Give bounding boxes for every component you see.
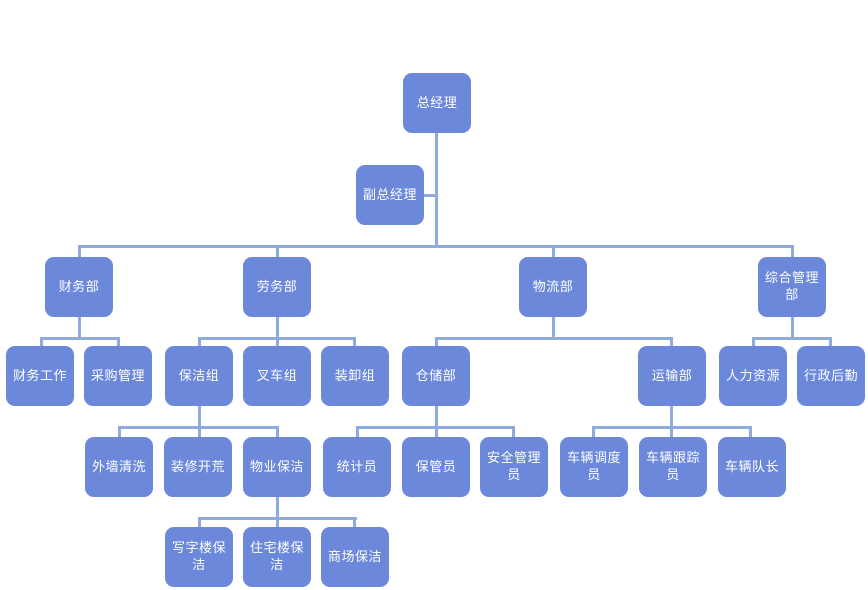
node-label: 财务部	[58, 279, 100, 295]
node-label: 物流部	[532, 279, 574, 295]
connector-drop-general-admin	[791, 245, 794, 257]
node-label: 商场保洁	[327, 549, 382, 565]
connector-transport-stem	[670, 405, 673, 427]
node-office-building-cleaning[interactable]: 写字楼保洁	[165, 527, 233, 587]
connector-drop-vehicle-tracker	[670, 426, 673, 437]
connector-drop-warehouse	[435, 337, 438, 346]
connector-finance-stem	[78, 316, 81, 338]
node-label: 外墙清洗	[91, 459, 146, 475]
connector-general-admin-stem	[791, 316, 794, 338]
node-label: 总经理	[416, 95, 458, 111]
node-deputy-general-manager[interactable]: 副总经理	[356, 165, 424, 225]
connector-drop-mall-cleaning	[353, 517, 356, 527]
connector-drop-forklift-group	[276, 337, 279, 346]
node-label: 装卸组	[334, 368, 376, 384]
node-label: 写字楼保洁	[171, 541, 226, 573]
connector-drop-purchasing	[117, 337, 120, 346]
node-cleaning-group[interactable]: 保洁组	[165, 346, 233, 406]
node-admin-logistics[interactable]: 行政后勤	[797, 346, 865, 406]
connector-gm-to-deputy	[424, 194, 437, 197]
connector-finance-bus	[40, 337, 120, 340]
connector-drop-finance	[78, 245, 81, 257]
node-human-resources[interactable]: 人力资源	[719, 346, 787, 406]
node-label: 人力资源	[725, 368, 780, 384]
node-label: 统计员	[336, 459, 378, 475]
node-label: 仓储部	[415, 368, 457, 384]
connector-drop-logistics	[552, 245, 555, 257]
node-loading-group[interactable]: 装卸组	[321, 346, 389, 406]
node-label: 劳务部	[256, 279, 298, 295]
node-logistics-dept[interactable]: 物流部	[519, 257, 587, 317]
node-vehicle-tracker[interactable]: 车辆跟踪员	[639, 437, 707, 497]
connector-drop-office-building	[198, 517, 201, 527]
node-label: 车辆调度员	[566, 451, 621, 483]
node-label: 物业保洁	[249, 459, 304, 475]
node-label: 车辆队长	[724, 459, 779, 475]
connector-drop-cleaning-group	[198, 337, 201, 346]
connector-general-admin-bus	[752, 337, 832, 340]
connector-logistics-stem	[552, 316, 555, 338]
node-label: 叉车组	[256, 368, 298, 384]
connector-warehouse-stem	[435, 405, 438, 427]
connector-drop-safety-manager	[512, 426, 515, 437]
node-vehicle-dispatcher[interactable]: 车辆调度员	[560, 437, 628, 497]
connector-drop-admin-logistics	[829, 337, 832, 346]
node-storekeeper[interactable]: 保管员	[402, 437, 470, 497]
node-label: 副总经理	[362, 187, 417, 203]
node-general-manager[interactable]: 总经理	[403, 73, 471, 133]
node-finance-work[interactable]: 财务工作	[6, 346, 74, 406]
node-label: 行政后勤	[803, 368, 858, 384]
connector-drop-residential-building	[276, 517, 279, 527]
connector-drop-renovation	[198, 426, 201, 437]
node-label: 车辆跟踪员	[645, 451, 700, 483]
node-label: 保洁组	[178, 368, 220, 384]
connector-drop-vehicle-dispatcher	[592, 426, 595, 437]
node-transport-dept[interactable]: 运输部	[638, 346, 706, 406]
connector-department-bus	[78, 245, 794, 248]
node-renovation-cleanup[interactable]: 装修开荒	[164, 437, 232, 497]
node-general-admin-dept[interactable]: 综合管理部	[758, 257, 826, 317]
node-label: 安全管理员	[486, 451, 541, 483]
node-property-cleaning[interactable]: 物业保洁	[243, 437, 311, 497]
connector-cleaning-group-stem	[198, 405, 201, 427]
connector-logistics-bus	[435, 337, 673, 340]
node-forklift-group[interactable]: 叉车组	[243, 346, 311, 406]
node-residential-building-cleaning[interactable]: 住宅楼保洁	[243, 527, 311, 587]
node-fleet-captain[interactable]: 车辆队长	[718, 437, 786, 497]
connector-drop-finance-work	[40, 337, 43, 346]
connector-drop-statistician	[356, 426, 359, 437]
connector-gm-trunk	[435, 132, 438, 245]
connector-drop-fleet-captain	[749, 426, 752, 437]
connector-drop-human-resources	[752, 337, 755, 346]
node-safety-manager[interactable]: 安全管理员	[480, 437, 548, 497]
node-label: 采购管理	[90, 368, 145, 384]
node-finance-dept[interactable]: 财务部	[45, 257, 113, 317]
connector-labor-stem	[276, 316, 279, 338]
connector-drop-loading-group	[353, 337, 356, 346]
connector-property-cleaning-stem	[276, 496, 279, 518]
node-exterior-wall-cleaning[interactable]: 外墙清洗	[85, 437, 153, 497]
connector-drop-property-cleaning	[276, 426, 279, 437]
node-label: 财务工作	[12, 368, 67, 384]
connector-drop-transport	[670, 337, 673, 346]
node-label: 保管员	[415, 459, 457, 475]
node-label: 装修开荒	[170, 459, 225, 475]
connector-drop-exterior-wall	[118, 426, 121, 437]
connector-drop-labor	[276, 245, 279, 257]
node-purchasing-mgmt[interactable]: 采购管理	[84, 346, 152, 406]
node-label: 运输部	[651, 368, 693, 384]
connector-drop-storekeeper	[435, 426, 438, 437]
node-statistician[interactable]: 统计员	[323, 437, 391, 497]
node-label: 综合管理部	[764, 271, 819, 303]
node-label: 住宅楼保洁	[249, 541, 304, 573]
node-mall-cleaning[interactable]: 商场保洁	[321, 527, 389, 587]
node-labor-dept[interactable]: 劳务部	[243, 257, 311, 317]
node-warehouse-dept[interactable]: 仓储部	[402, 346, 470, 406]
